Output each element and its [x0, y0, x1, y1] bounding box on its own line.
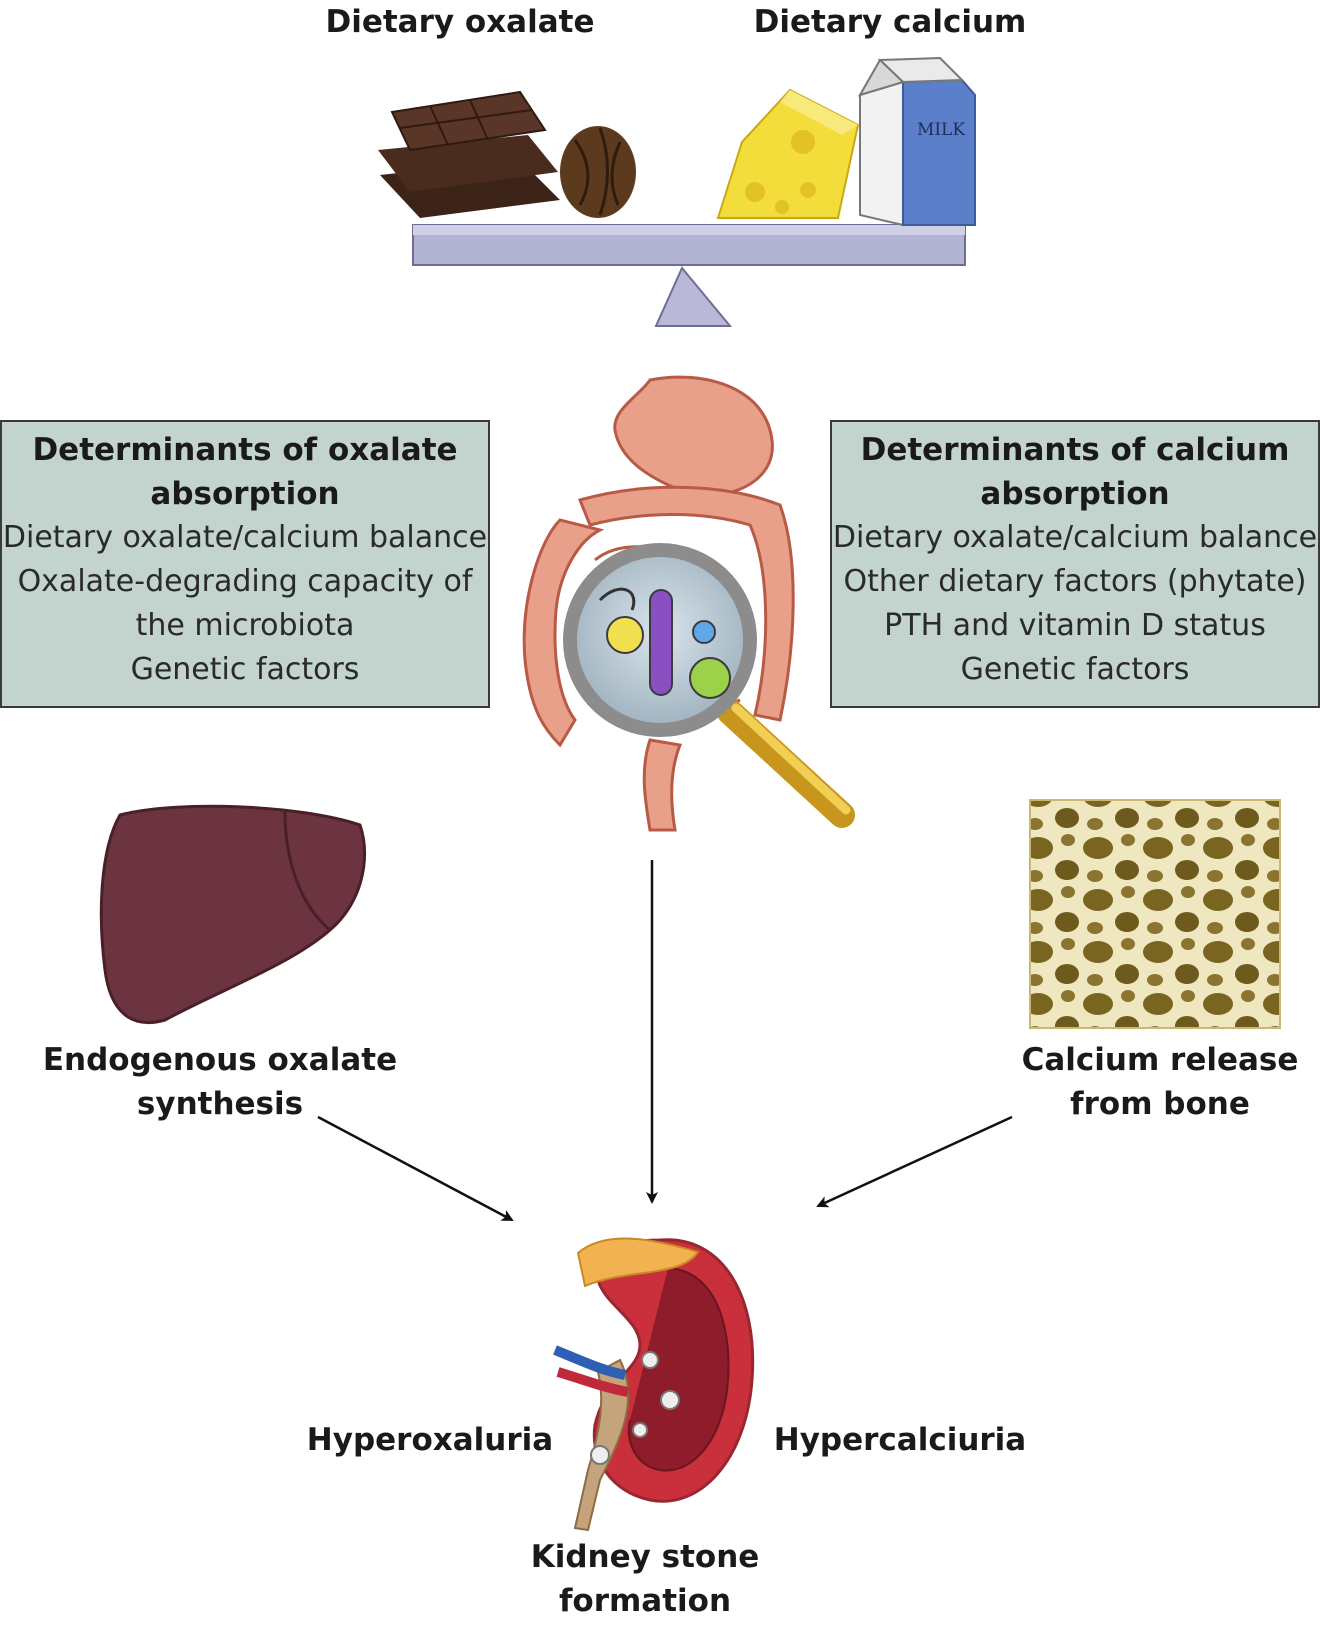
- oxalate-box-line: Dietary oxalate/calcium balance: [2, 520, 488, 555]
- milk-carton-illustration: [857, 56, 976, 227]
- arrow-liver-to-kidney: [317, 1115, 514, 1222]
- hypercalciuria-label: Hypercalciuria: [773, 1422, 1027, 1458]
- oxalate-box-line: Oxalate-degrading capacity of: [17, 564, 473, 599]
- walnut-illustration: [560, 126, 636, 218]
- kidney-illustration: [553, 1237, 755, 1532]
- endogenous-oxalate-label: Endogenous oxalate synthesis: [40, 1038, 400, 1126]
- dietary-oxalate-label: Dietary oxalate: [325, 4, 595, 40]
- bone-texture-illustration: [1029, 799, 1281, 1029]
- calcium-box-line: Other dietary factors (phytate): [843, 564, 1307, 599]
- endogenous-oxalate-line-1: Endogenous oxalate: [42, 1042, 398, 1078]
- magnifier-illustration: [563, 543, 855, 828]
- oxalate-box-title-1: Determinants of oxalate: [32, 432, 458, 468]
- calcium-release-line-2: from bone: [1070, 1086, 1250, 1122]
- kidney-stone-line-2: formation: [558, 1583, 732, 1619]
- digestive-tract-illustration: [522, 375, 795, 832]
- arrow-bone-to-kidney: [816, 1115, 1013, 1208]
- hyperoxaluria-label: Hyperoxaluria: [306, 1422, 554, 1458]
- calcium-box-title-2: absorption: [980, 476, 1170, 512]
- liver-illustration: [99, 804, 367, 1025]
- calcium-box-line: Dietary oxalate/calcium balance: [832, 520, 1318, 555]
- calcium-release-label: Calcium release from bone: [1010, 1038, 1310, 1126]
- calcium-determinants-box: Determinants of calcium absorption Dieta…: [830, 420, 1320, 708]
- calcium-release-line-1: Calcium release: [1021, 1042, 1299, 1078]
- chocolate-illustration: [378, 90, 560, 218]
- balance-scale-illustration: [412, 224, 966, 327]
- endogenous-oxalate-line-2: synthesis: [136, 1086, 304, 1122]
- dietary-calcium-label: Dietary calcium: [753, 4, 1027, 40]
- calcium-box-title-1: Determinants of calcium: [860, 432, 1290, 468]
- oxalate-box-line: the microbiota: [135, 608, 355, 643]
- kidney-stone-formation-label: Kidney stone formation: [495, 1535, 795, 1623]
- calcium-box-line: Genetic factors: [960, 652, 1190, 687]
- calcium-box-line: PTH and vitamin D status: [884, 608, 1266, 643]
- milk-label: MILK: [917, 120, 965, 140]
- oxalate-box-title-2: absorption: [150, 476, 340, 512]
- oxalate-determinants-box: Determinants of oxalate absorption Dieta…: [0, 420, 490, 708]
- cheese-illustration: [716, 88, 860, 219]
- oxalate-box-line: Genetic factors: [130, 652, 360, 687]
- kidney-stone-line-1: Kidney stone: [530, 1539, 760, 1575]
